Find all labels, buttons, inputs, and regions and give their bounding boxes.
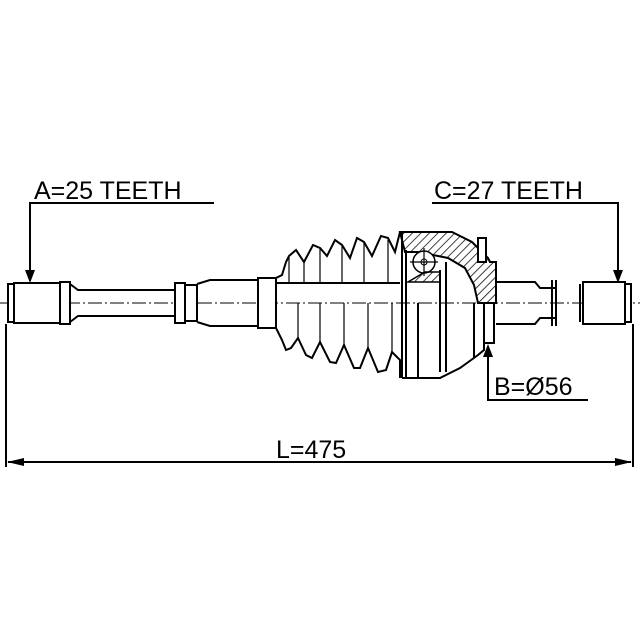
outer-spline-end — [496, 280, 632, 326]
label-l: L=475 — [276, 436, 346, 464]
inner-spline-end — [7, 277, 277, 329]
cv-boot — [275, 231, 410, 378]
length-dimension: L=475 — [5, 324, 634, 467]
label-a-annotation: A=25 TEETH — [25, 177, 214, 283]
label-b-annotation: B=Ø56 — [483, 344, 588, 401]
label-a: A=25 TEETH — [34, 177, 182, 205]
label-c: C=27 TEETH — [434, 177, 583, 205]
cv-joint-housing — [398, 231, 497, 379]
label-b: B=Ø56 — [494, 373, 573, 401]
label-c-annotation: C=27 TEETH — [432, 177, 623, 283]
